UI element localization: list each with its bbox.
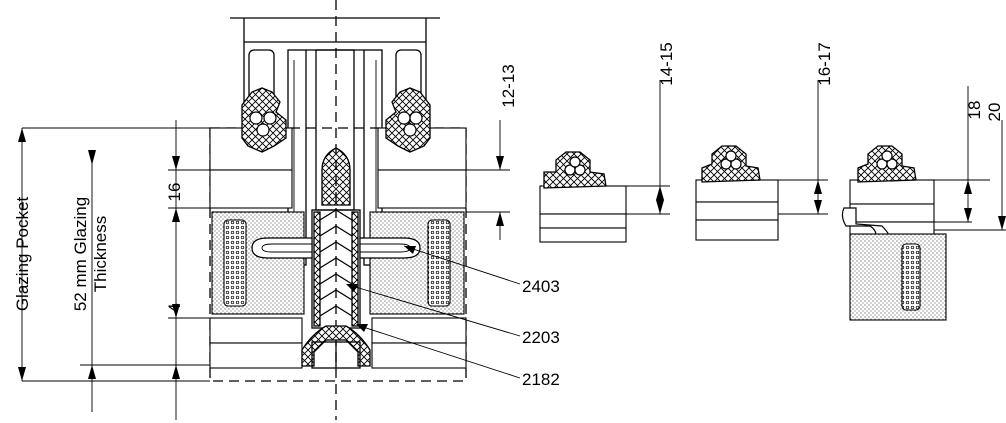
part-2403-label: 2403 — [522, 277, 560, 296]
dim-18-label: 18 — [965, 101, 984, 120]
glazing-pocket-label: Glazing Pocket — [13, 197, 32, 312]
detail-16-17: 16-17 — [695, 42, 834, 241]
part-2182-label: 2182 — [522, 370, 560, 389]
dim-16-17-label: 16-17 — [815, 42, 834, 85]
left-dimensions: Glazing Pocket 52 mm Glazing Thickness 1… — [13, 120, 210, 420]
dim-20-label: 20 — [985, 103, 1004, 122]
dim-4-label: 4 — [165, 303, 184, 312]
main-section — [209, 0, 521, 420]
dim-14-15-label: 14-15 — [657, 42, 676, 85]
detail-18-20: 18 20 — [841, 86, 1006, 321]
glazing-thickness-line2: Thickness — [91, 216, 110, 293]
detail-14-15: 14-15 — [539, 42, 676, 243]
dim-12-13-label: 12-13 — [499, 64, 518, 107]
dim-16-label: 16 — [165, 183, 184, 202]
part-2203-label: 2203 — [522, 328, 560, 347]
glazing-thickness-line1: 52 mm Glazing — [71, 197, 90, 311]
dimension-12-13: 12-13 — [466, 64, 518, 240]
